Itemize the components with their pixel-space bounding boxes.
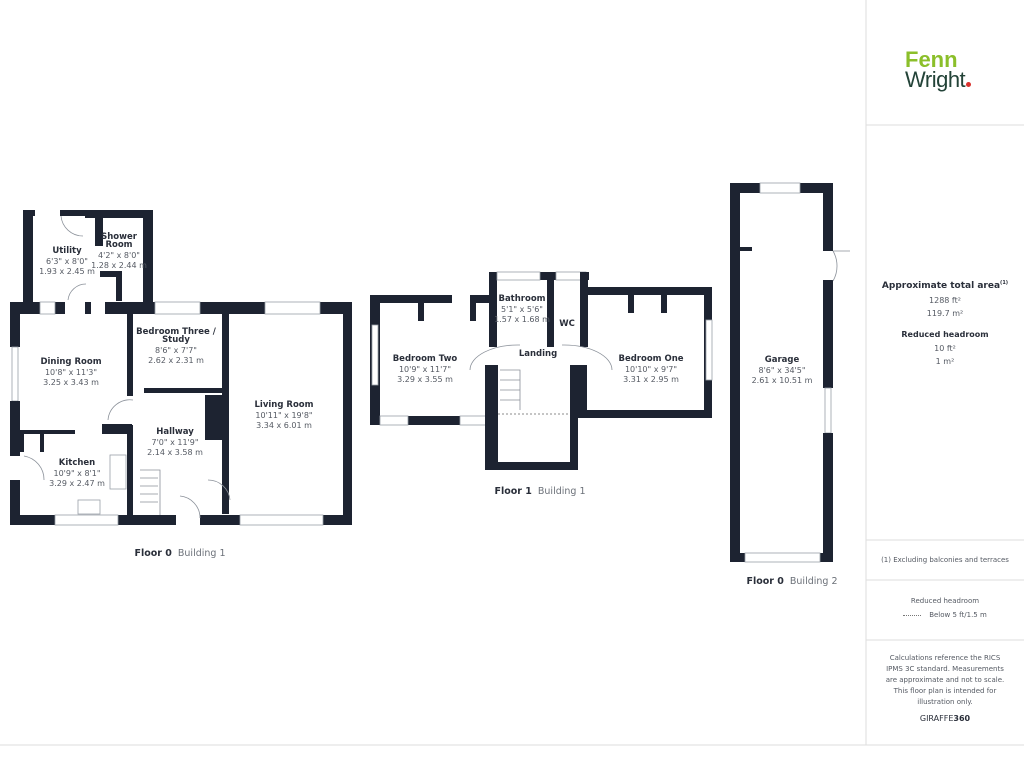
svg-text:Hallway: Hallway xyxy=(156,427,194,437)
svg-text:WC: WC xyxy=(559,319,575,329)
svg-text:1.57 x 1.68 m: 1.57 x 1.68 m xyxy=(494,315,550,324)
svg-text:8'6" x 34'5": 8'6" x 34'5" xyxy=(758,366,805,375)
floor1-building1-walls xyxy=(370,271,713,470)
floor0-building2-labels: Garage 8'6" x 34'5" 2.61 x 10.51 m Floor… xyxy=(746,355,837,587)
disclaimer: Calculations reference the RICS IPMS 3C … xyxy=(885,654,1005,706)
svg-text:3.29 x 3.55 m: 3.29 x 3.55 m xyxy=(397,375,453,384)
svg-text:Utility: Utility xyxy=(52,246,82,256)
svg-text:Bedroom One: Bedroom One xyxy=(618,354,683,364)
svg-text:1.28 x 2.44 m: 1.28 x 2.44 m xyxy=(91,261,147,270)
svg-text:3.29 x 2.47 m: 3.29 x 2.47 m xyxy=(49,479,105,488)
svg-text:3.25 x 3.43 m: 3.25 x 3.43 m xyxy=(43,378,99,387)
svg-text:6'3" x 8'0": 6'3" x 8'0" xyxy=(46,257,88,266)
svg-text:Dining Room: Dining Room xyxy=(40,357,101,367)
svg-text:10'9" x 8'1": 10'9" x 8'1" xyxy=(53,469,100,478)
svg-text:Garage: Garage xyxy=(765,355,800,365)
svg-text:10'11" x 19'8": 10'11" x 19'8" xyxy=(255,411,312,420)
svg-text:7'0" x 11'9": 7'0" x 11'9" xyxy=(151,438,198,447)
area-summary: Approximate total area(1) 1288 ft² 119.7… xyxy=(881,280,1009,366)
svg-text:Room: Room xyxy=(105,240,132,250)
svg-text:3.34 x 6.01 m: 3.34 x 6.01 m xyxy=(256,421,312,430)
svg-text:10'10" x 9'7": 10'10" x 9'7" xyxy=(625,365,677,374)
svg-text:Landing: Landing xyxy=(519,349,557,359)
giraffe360-credit: GIRAFFE360 xyxy=(919,714,971,723)
svg-text:Study: Study xyxy=(162,335,190,345)
svg-text:Bedroom Two: Bedroom Two xyxy=(393,354,458,364)
svg-text:8'6" x 7'7": 8'6" x 7'7" xyxy=(155,346,197,355)
svg-text:2.61 x 10.51 m: 2.61 x 10.51 m xyxy=(752,376,813,385)
svg-text:2.62 x 2.31 m: 2.62 x 2.31 m xyxy=(148,356,204,365)
svg-text:Kitchen: Kitchen xyxy=(59,458,95,468)
footnote: (1) Excluding balconies and terraces xyxy=(881,556,1009,564)
svg-text:4'2" x 8'0": 4'2" x 8'0" xyxy=(98,251,140,260)
fenn-wright-logo: Fenn Wright xyxy=(905,49,972,91)
floor0-building2-walls xyxy=(730,182,850,563)
svg-text:10'8" x 11'3": 10'8" x 11'3" xyxy=(45,368,97,377)
svg-text:3.31 x 2.95 m: 3.31 x 2.95 m xyxy=(623,375,679,384)
svg-text:2.14 x 3.58 m: 2.14 x 3.58 m xyxy=(147,448,203,457)
svg-text:Living Room: Living Room xyxy=(255,400,314,410)
svg-text:1.93 x 2.45 m: 1.93 x 2.45 m xyxy=(39,267,95,276)
legend: Reduced headroom Below 5 ft/1.5 m xyxy=(866,597,1024,619)
svg-text:10'9" x 11'7": 10'9" x 11'7" xyxy=(399,365,451,374)
svg-text:5'1" x 5'6": 5'1" x 5'6" xyxy=(501,305,543,314)
svg-text:Shower: Shower xyxy=(101,232,138,242)
floor0-building1-walls xyxy=(10,210,352,526)
svg-text:Bathroom: Bathroom xyxy=(498,294,545,304)
dashed-line-icon xyxy=(903,614,922,616)
svg-text:Bedroom Three /: Bedroom Three / xyxy=(136,327,217,337)
floor0-building1-labels: Utility 6'3" x 8'0" 1.93 x 2.45 m Shower… xyxy=(39,232,314,559)
floor1-building1-labels: Bedroom Two 10'9" x 11'7" 3.29 x 3.55 m … xyxy=(393,294,684,497)
